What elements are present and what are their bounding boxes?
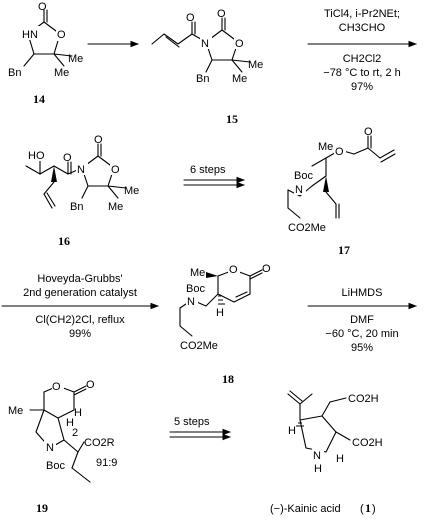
condition-line: CH2Cl2 (343, 53, 382, 65)
atom-bn: Bn (196, 73, 209, 85)
atom-nh: HN (22, 29, 38, 41)
atom-n: N (201, 38, 209, 50)
atom-me: Me (318, 141, 333, 153)
atom-boc: Boc (294, 170, 313, 182)
compound-number: 1 (365, 501, 371, 515)
atom-o-ring: O (235, 38, 244, 50)
atom-me: Me (190, 267, 205, 279)
atom-nh: N (313, 450, 321, 462)
position-label: 2 (72, 427, 78, 439)
atom-o-ring: O (229, 264, 238, 276)
atom-n: N (77, 164, 85, 176)
atom-ho: HO (28, 150, 45, 162)
compound-17: Me O O Boc N CO2Me 17 (287, 126, 396, 257)
atom-o: O (364, 126, 373, 138)
atom-me: Me (232, 73, 247, 85)
atom-o: O (86, 379, 95, 391)
compound-paren: ( (360, 503, 364, 515)
atom-o: O (38, 1, 47, 13)
atom-o: O (262, 263, 271, 275)
reaction-arrow-6: 5 steps (169, 416, 232, 441)
atom-o: O (186, 12, 195, 24)
arrow-label: 6 steps (190, 164, 226, 176)
atom-me: Me (124, 185, 139, 197)
condition-line: CH3CHO (339, 22, 386, 34)
compound-number: 16 (58, 234, 70, 248)
condition-line: DMF (350, 314, 374, 326)
yield-label: 99% (69, 328, 91, 340)
atom-n: N (187, 296, 195, 308)
atom-o-ring: O (57, 29, 66, 41)
atom-n: N (46, 442, 54, 454)
compound-number: 14 (33, 92, 45, 106)
atom-co2h: CO2H (348, 393, 379, 405)
yield-label: 95% (351, 342, 373, 354)
atom-o-ester: O (335, 146, 344, 158)
condition-line: −60 °C, 20 min (325, 328, 398, 340)
reaction-arrow-5: LiHMDS DMF −60 °C, 20 min 95% (307, 287, 418, 354)
compound-18: Me O O Boc N H CO2Me 18 (179, 262, 271, 386)
compound-number: 17 (338, 243, 350, 257)
condition-line: Cl(CH2)2Cl, reflux (35, 314, 125, 326)
condition-line: 2nd generation catalyst (23, 287, 137, 299)
reaction-arrow-2: TiCl4, i-Pr2NEt; CH3CHO CH2Cl2 −78 °C to… (307, 8, 418, 93)
atom-me: Me (54, 67, 69, 79)
reaction-arrow-3: 6 steps (183, 164, 246, 189)
compound-19: O O Me H H 2 CO2R N Boc 91:9 19 (8, 379, 117, 515)
atom-o: O (94, 134, 103, 146)
compound-15: O O N O Bn Me Me 15 (151, 8, 263, 126)
atom-n: N (295, 184, 303, 196)
atom-o: O (217, 8, 226, 20)
reaction-arrow-4: Hoveyda-Grubbs' 2nd generation catalyst … (1, 273, 160, 340)
atom-me: Me (8, 405, 23, 417)
yield-label: 97% (351, 81, 373, 93)
compound-number: 19 (36, 501, 48, 515)
condition-line: Hoveyda-Grubbs' (37, 273, 122, 285)
atom-o: O (63, 152, 72, 164)
atom-co2r: CO2R (84, 437, 115, 449)
atom-bn: Bn (70, 201, 83, 213)
compound-number: 15 (226, 112, 238, 126)
atom-boc: Boc (186, 283, 205, 295)
atom-boc: Boc (46, 460, 65, 472)
condition-line: TiCl4, i-Pr2NEt; (324, 8, 400, 20)
compound-16: HO O O N O Bn Me Me 16 (25, 134, 139, 248)
atom-h: H (66, 417, 74, 429)
atom-o-ring: O (111, 164, 120, 176)
atom-me: Me (68, 53, 83, 65)
atom-h: H (288, 425, 296, 437)
compound-paren: ) (372, 503, 376, 515)
atom-o-ring: O (52, 381, 61, 393)
atom-h: H (74, 407, 82, 419)
atom-co2h: CO2H (352, 437, 383, 449)
condition-line: −78 °C to rt, 2 h (323, 67, 400, 79)
atom-me: Me (248, 59, 263, 71)
atom-h: H (216, 307, 224, 319)
atom-h: H (336, 453, 344, 465)
compound-14: O HN O Bn Me Me 14 (8, 1, 83, 106)
compound-kainic-acid: CO2H CO2H N H H H (−)-Kainic acid ( 1 ) (270, 390, 383, 515)
atom-h: H (314, 463, 322, 475)
atom-co2me: CO2Me (180, 340, 218, 352)
ratio-label: 91:9 (96, 457, 117, 469)
atom-me: Me (108, 201, 123, 213)
condition-line: LiHMDS (342, 287, 383, 299)
atom-bn: Bn (8, 67, 21, 79)
arrow-label: 5 steps (174, 416, 210, 428)
compound-number: 18 (222, 372, 234, 386)
atom-co2me: CO2Me (288, 222, 326, 234)
compound-name: (−)-Kainic acid (270, 503, 341, 515)
